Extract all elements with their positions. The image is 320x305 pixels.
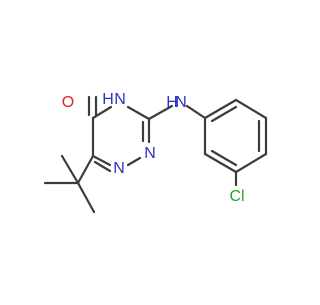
amine-n-label: N: [175, 94, 187, 111]
triazine-n2-label: N: [144, 145, 156, 162]
bond-ph-inner-c: [210, 149, 238, 167]
bond-ph-1-2: [203, 98, 238, 120]
bond-ph-inner-a: [210, 105, 238, 123]
chlorine-label: Cl: [229, 188, 244, 205]
bond-n1-c6: [91, 154, 112, 167]
atom-labels: O H N H N N N Cl: [62, 91, 245, 205]
oxygen-label: O: [62, 94, 74, 111]
bond-ph-5-6: [203, 152, 238, 174]
bonds: [43, 95, 268, 214]
ring-nh-n-label: N: [114, 91, 126, 108]
bond-c3-nh: [147, 104, 174, 121]
bond-ph-4-5: [234, 152, 268, 174]
bond-n1-c6-double: [93, 160, 112, 173]
bond-nh-c1p: [185, 104, 207, 120]
bond-c5-n4: [91, 105, 113, 120]
ring-nh-h-label: H: [102, 91, 114, 108]
bond-cq-me1: [76, 181, 96, 214]
bond-cq-me3: [60, 154, 80, 185]
triazine-n1-label: N: [113, 160, 125, 177]
molecule-structure: O H N H N N N Cl: [43, 91, 268, 214]
bond-c6-cq: [76, 154, 95, 185]
structure-canvas: O H N H N N N Cl: [43, 91, 268, 214]
bond-n2-n1: [126, 156, 142, 167]
bond-n4-c3: [126, 105, 151, 121]
amine-h-label: H: [166, 94, 178, 111]
bond-ph-2-3: [234, 98, 268, 120]
